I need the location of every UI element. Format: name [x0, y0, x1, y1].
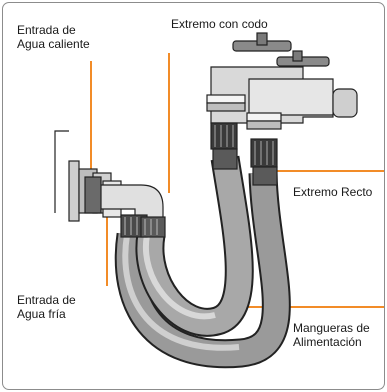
faucet-assembly — [206, 32, 358, 186]
label-hot-water-inlet: Entrada de Agua caliente — [17, 23, 90, 51]
elbow-fitting — [84, 176, 166, 238]
label-cold-water-inlet: Entrada de Agua fría — [17, 293, 76, 321]
label-elbow-end: Extremo con codo — [171, 17, 268, 31]
label-supply-hoses: Mangueras de Alimentación — [293, 321, 370, 349]
diagram-frame: Entrada de Agua caliente Extremo con cod… — [2, 2, 385, 390]
hoses — [114, 155, 291, 369]
hose-illustration — [54, 32, 384, 369]
label-straight-end: Extremo Recto — [293, 185, 373, 199]
